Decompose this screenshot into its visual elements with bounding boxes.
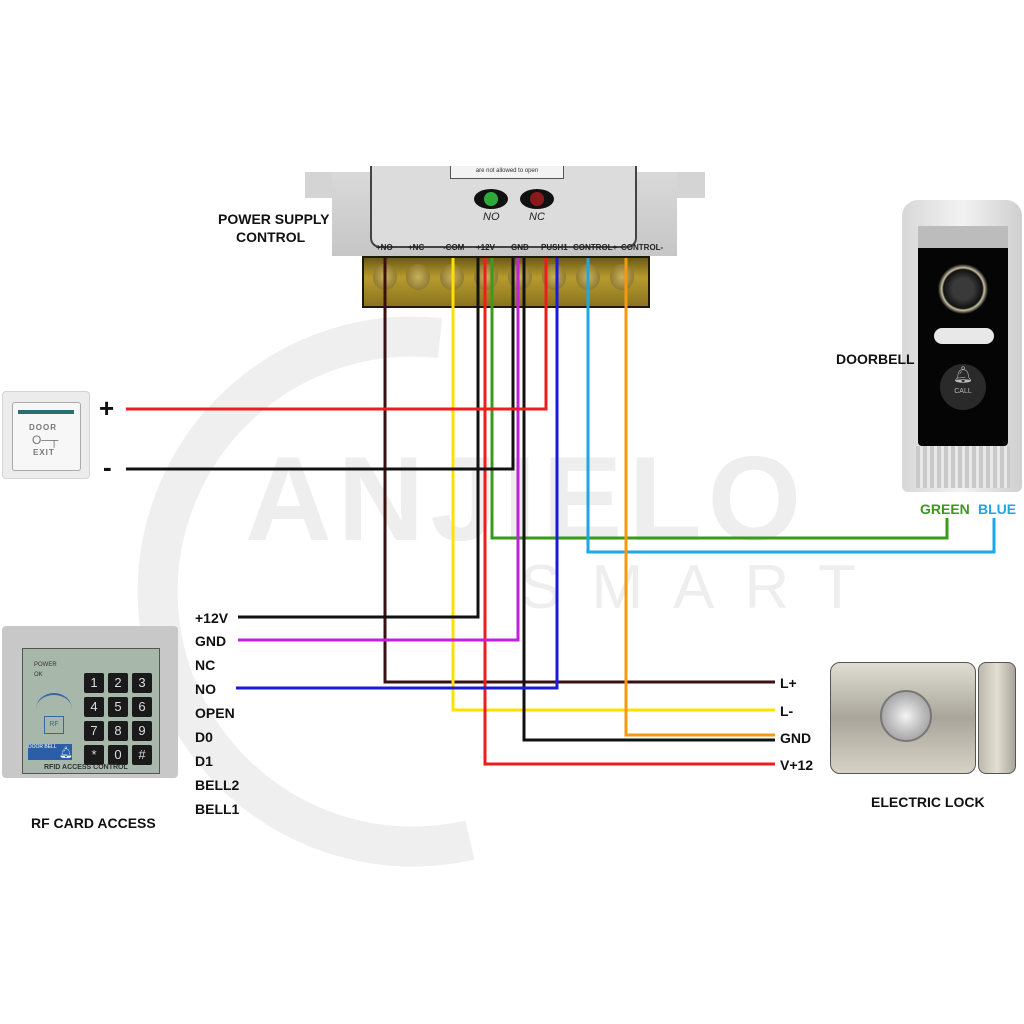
keypad-key: * (84, 745, 104, 765)
exit-text-door: DOOR (29, 423, 57, 432)
rf-pin-no: NO (195, 681, 216, 697)
keypad-key: # (132, 745, 152, 765)
rf-indicator-power: POWER (34, 662, 57, 668)
terminal-strip (362, 256, 650, 308)
wire-yellow-com-to-lminus (451, 258, 775, 712)
rf-pin-bell1: BELL1 (195, 801, 240, 817)
keypad-key: 6 (132, 697, 152, 717)
key-icon: O─┬ (32, 433, 59, 447)
rf-card-title: RF CARD ACCESS (31, 815, 156, 831)
keypad-key: 2 (108, 673, 128, 693)
ir-led-strip (934, 328, 994, 344)
electric-lock-strike (978, 662, 1016, 774)
exit-plus-label: + (99, 393, 115, 423)
exit-text-exit: EXIT (33, 448, 55, 457)
rf-pin-nc: NC (195, 657, 216, 673)
psu-notice: are not allowed to open (450, 166, 564, 179)
power-supply-panel (370, 166, 637, 248)
doorbell-wire-green-label: GREEN (920, 501, 970, 517)
terminal-label-control-plus: CONTROL+ (573, 243, 618, 252)
exit-minus-label: - (103, 452, 112, 482)
led-no (474, 189, 508, 209)
keypad-key: 0 (108, 745, 128, 765)
doorbell-top-plate (918, 226, 1008, 248)
rf-wave-icon (36, 693, 72, 725)
wire-green-12v-to-doorbell (490, 258, 949, 540)
wire-black-gnd-to-exit (126, 258, 515, 471)
keypad-key: 5 (108, 697, 128, 717)
doorbell-title: DOORBELL (836, 351, 915, 367)
keypad-key: 9 (132, 721, 152, 741)
terminal-label-com: -COM (443, 243, 465, 252)
bell-icon: 🔔︎ (59, 747, 73, 759)
terminal-screw (406, 264, 430, 290)
rf-badge: RF (44, 716, 64, 734)
terminal-label-12v: +12V (476, 243, 495, 252)
rf-indicator-ok: OK (34, 672, 43, 678)
wire-brown-no-to-lplus (383, 258, 775, 684)
wire-black-gnd-to-lock (522, 258, 775, 742)
power-supply-title-2: CONTROL (236, 229, 306, 245)
terminal-label-nc: +NC (408, 243, 425, 252)
power-supply-title-1: POWER SUPPLY (218, 211, 330, 227)
watermark-arc (137, 316, 475, 867)
led-nc (520, 189, 554, 209)
terminal-label-control-minus: CONTROL- (621, 243, 664, 252)
call-button: 🔔︎ CALL (940, 364, 986, 410)
doorbell-wire-blue-label: BLUE (978, 501, 1017, 517)
call-label: CALL (954, 388, 972, 395)
wire-red-12v-to-lock (483, 258, 775, 766)
led-nc-label: NC (529, 211, 545, 223)
terminal-label-gnd: GND (511, 243, 529, 252)
rf-pin-d0: D0 (195, 729, 213, 745)
rf-pin-bell2: BELL2 (195, 777, 240, 793)
keypad-key: 1 (84, 673, 104, 693)
wire-cyan-control-to-doorbell (586, 258, 996, 554)
psu-mount-ear-right (675, 172, 705, 198)
keypad-key: 7 (84, 721, 104, 741)
rf-pin-12v: +12V (195, 610, 229, 626)
wire-black-12v-to-rf (238, 258, 480, 619)
led-no-label: NO (483, 211, 500, 223)
watermark-sub: SMART (520, 553, 886, 622)
bell-icon: 🔔︎ (952, 367, 974, 384)
keypad-key: 3 (132, 673, 152, 693)
rf-pin-d1: D1 (195, 753, 213, 769)
wire-orange-control-to-lock (624, 258, 775, 737)
lock-pin-lplus: L+ (780, 675, 797, 691)
terminal-label-no: +NO (376, 243, 393, 252)
led-nc-light (530, 192, 544, 206)
rf-pin-open: OPEN (195, 705, 235, 721)
speaker-grille (916, 446, 1010, 488)
wire-blue-push1-to-rf (236, 258, 559, 690)
psu-mount-ear-left (305, 172, 335, 198)
lock-pin-v12: V+12 (780, 757, 814, 773)
keypad-key: 4 (84, 697, 104, 717)
lock-knob-icon (880, 690, 932, 742)
doorbell-button: DOOR BELL (28, 744, 72, 760)
lock-pin-gnd: GND (780, 730, 812, 746)
keypad-key: 8 (108, 721, 128, 741)
wire-red-push1-to-exit (126, 258, 548, 411)
electric-lock-title: ELECTRIC LOCK (871, 794, 985, 810)
led-no-light (484, 192, 498, 206)
terminal-screw (610, 264, 634, 290)
wire-purple-gnd-to-rf (238, 258, 520, 642)
exit-indicator-bar (18, 410, 74, 414)
camera-icon (938, 264, 988, 314)
rf-pin-gnd: GND (195, 633, 227, 649)
terminal-label-push1: PUSH1 (541, 243, 568, 252)
rf-panel-label: RFID ACCESS CONTROL (44, 764, 128, 771)
lock-pin-lminus: L- (780, 703, 794, 719)
